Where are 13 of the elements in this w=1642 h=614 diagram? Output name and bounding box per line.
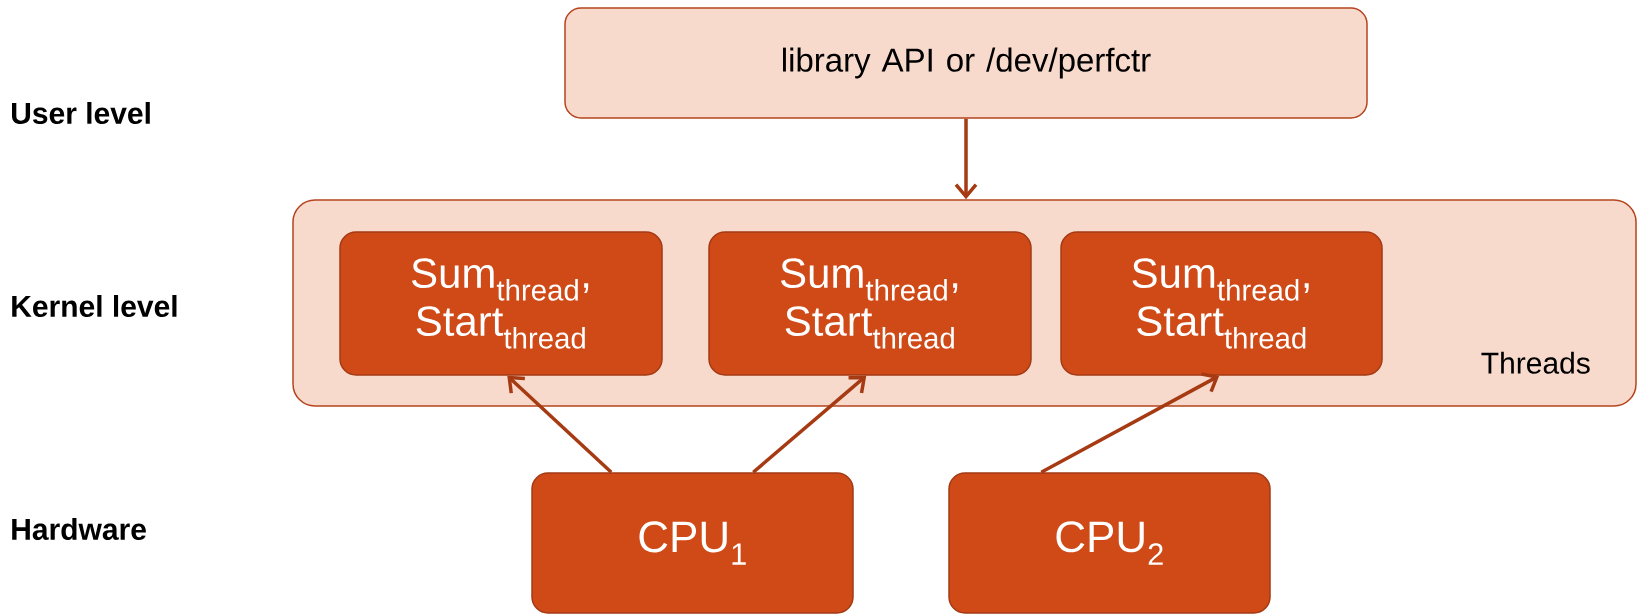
counter-box: Sum$_{thread}$, Start$_{thread}$ [708, 231, 1032, 376]
counter-box: Sum$_{thread}$, Start$_{thread}$ [1060, 231, 1383, 376]
cpu-box: CPU$_{1}$ [531, 472, 854, 614]
level-label: Kernel level [12, 295, 177, 318]
arrow [752, 375, 867, 474]
arrow [507, 375, 613, 474]
level-label: User level [12, 102, 150, 125]
api-box: library API or /dev/perfctr [564, 7, 1368, 119]
cpu-box: CPU$_{2}$ [948, 472, 1271, 614]
level-label: Hardware [12, 518, 146, 541]
arrow [1040, 372, 1220, 474]
counter-box: Sum$_{thread}$, Start$_{thread}$ [339, 231, 663, 376]
arrow [954, 118, 978, 200]
